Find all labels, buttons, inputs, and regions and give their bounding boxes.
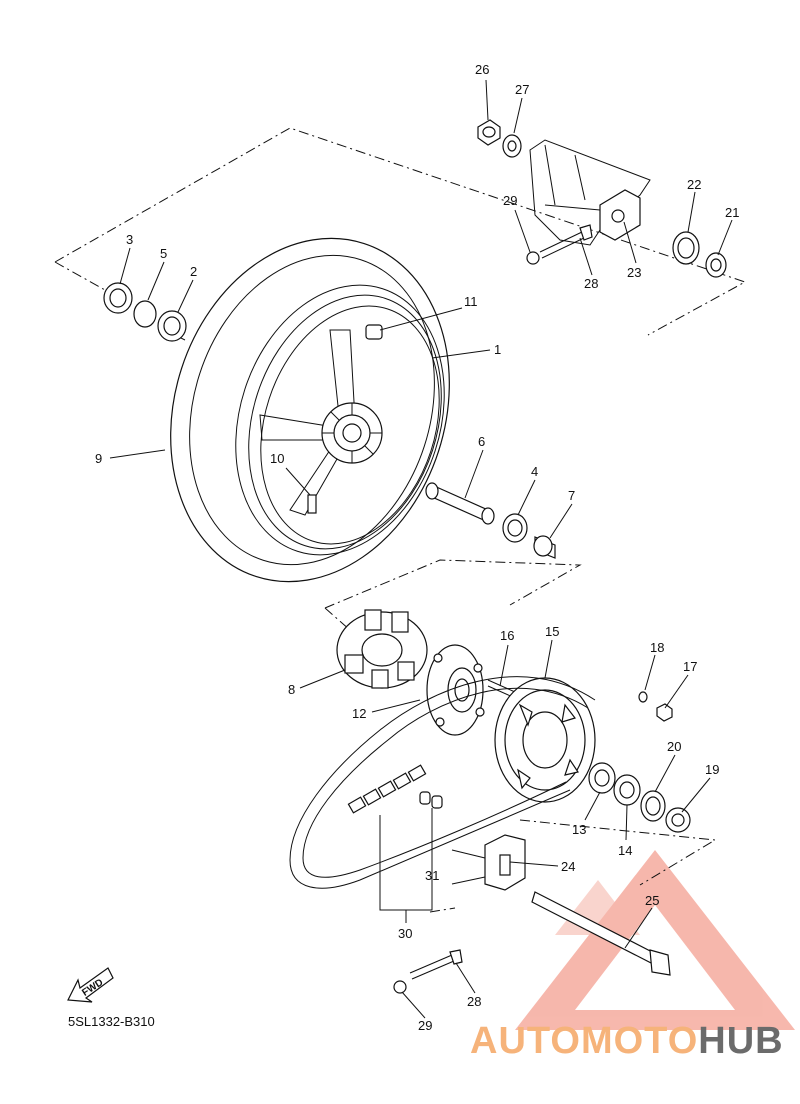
nut-17 [656,703,673,722]
chain-puller-24 [484,834,526,891]
label-13: 13 [572,822,586,837]
balance-weight-11 [365,324,383,340]
label-10: 10 [270,451,284,466]
label-19: 19 [705,762,719,777]
collar-20 [640,790,666,822]
spacer-6 [425,482,495,525]
label-25: 25 [645,893,659,908]
cast-wheel-1 [259,329,383,516]
label-8: 8 [288,682,295,697]
label-31: 31 [425,868,439,883]
bolt-28-lower [409,949,463,980]
label-14: 14 [618,843,632,858]
leader-lines [109,79,733,1019]
clutch-hub-12 [426,644,485,736]
sprocket-15 [494,677,596,803]
wheel-axle-25 [531,891,671,976]
washer-27 [502,134,522,158]
fwd-arrow-icon: FWD [67,967,114,1003]
circlip-5 [133,300,157,328]
label-7: 7 [568,488,575,503]
collar-22 [672,231,700,265]
washer-18 [638,691,648,703]
bearing-4 [502,513,528,543]
label-16: 16 [500,628,514,643]
watermark-text: AUTOMOTOHUB [470,1020,784,1062]
bolt-28-upper [539,224,593,259]
collar-21 [705,252,727,278]
watermark-logo-triangle [515,850,795,1030]
label-27: 27 [515,82,529,97]
label-9: 9 [95,451,102,466]
drive-chain-30 [289,676,596,889]
oil-seal-14 [613,774,641,806]
label-26: 26 [475,62,489,77]
nut-29-upper [526,251,540,265]
label-6: 6 [478,434,485,449]
watermark-part1: AUTOMOTO [470,1020,698,1062]
chain-links-30 [347,764,427,814]
bearing-3 [103,282,133,314]
label-21: 21 [725,205,739,220]
watermark-part2: HUB [698,1020,783,1062]
label-28-upper: 28 [584,276,598,291]
collar-19 [665,807,691,833]
label-2: 2 [190,264,197,279]
nut-26 [477,119,501,146]
label-3: 3 [126,232,133,247]
label-12: 12 [352,706,366,721]
svg-text:AUTOMOTOHUB: AUTOMOTOHUB [470,1020,784,1062]
label-1: 1 [494,342,501,357]
label-23: 23 [627,265,641,280]
chain-joint-31 [419,791,443,809]
swing-arm-end [529,139,651,246]
label-24: 24 [561,859,575,874]
collar-7 [533,535,556,559]
label-18: 18 [650,640,664,655]
label-5: 5 [160,246,167,261]
nut-29-lower [393,980,407,994]
part-code: 5SL1332-B310 [68,1014,155,1029]
label-22: 22 [687,177,701,192]
label-29-lower: 29 [418,1018,432,1033]
bearing-2 [157,310,187,342]
label-30: 30 [398,926,412,941]
damper-8 [336,609,428,689]
part-number-labels: 26 27 29 28 23 22 21 3 5 2 11 1 9 10 6 4… [68,62,739,1033]
label-28-lower: 28 [467,994,481,1009]
assembly-boundary-lines [54,127,747,913]
label-20: 20 [667,739,681,754]
label-11: 11 [464,294,478,309]
valve-10 [307,494,317,514]
label-29-upper: 29 [503,193,517,208]
label-15: 15 [545,624,559,639]
bearing-13 [588,762,616,794]
wheel-tire-9 [170,237,450,583]
label-4: 4 [531,464,538,479]
label-17: 17 [683,659,697,674]
